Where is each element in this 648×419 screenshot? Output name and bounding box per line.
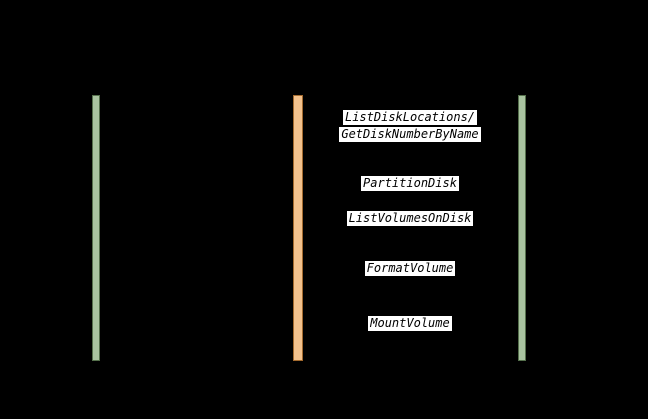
message-label-listvolumesondisk: ListVolumesOnDisk: [300, 209, 520, 226]
message-label-line: FormatVolume: [364, 261, 456, 276]
message-label-mountvolume: MountVolume: [300, 314, 520, 331]
message-label-line: ListVolumesOnDisk: [346, 211, 474, 226]
message-label-line: PartitionDisk: [361, 176, 459, 191]
message-label-listdisklocations: ListDiskLocations/ GetDiskNumberByName: [300, 108, 520, 142]
message-label-formatvolume: FormatVolume: [300, 259, 520, 276]
message-label-line: GetDiskNumberByName: [339, 127, 481, 142]
message-label-line: MountVolume: [368, 316, 452, 331]
lifeline-activation-left: [92, 95, 100, 361]
lifeline-activation-middle: [293, 95, 303, 361]
lifeline-activation-right: [518, 95, 526, 361]
message-label-partitiondisk: PartitionDisk: [300, 174, 520, 191]
message-label-line: ListDiskLocations/: [342, 110, 478, 125]
